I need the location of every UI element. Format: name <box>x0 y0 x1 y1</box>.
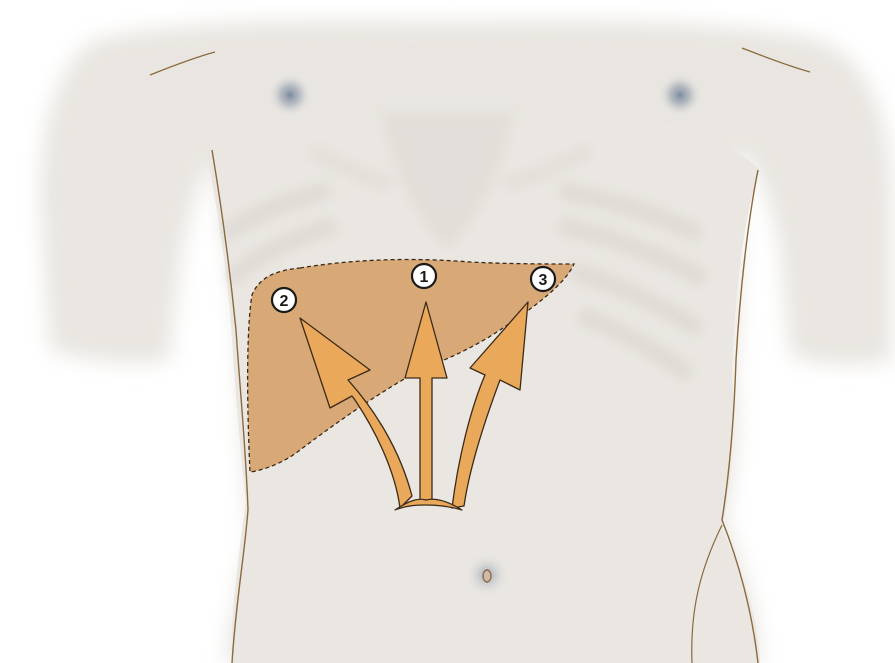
marker-2: 2 <box>272 288 296 312</box>
marker-1-label: 1 <box>420 269 429 286</box>
navel <box>483 570 491 582</box>
nipple-right <box>658 73 702 117</box>
marker-1: 1 <box>412 264 436 288</box>
marker-3: 3 <box>531 267 555 291</box>
nipple-left <box>268 73 312 117</box>
marker-3-label: 3 <box>539 272 548 289</box>
marker-2-label: 2 <box>280 293 289 310</box>
